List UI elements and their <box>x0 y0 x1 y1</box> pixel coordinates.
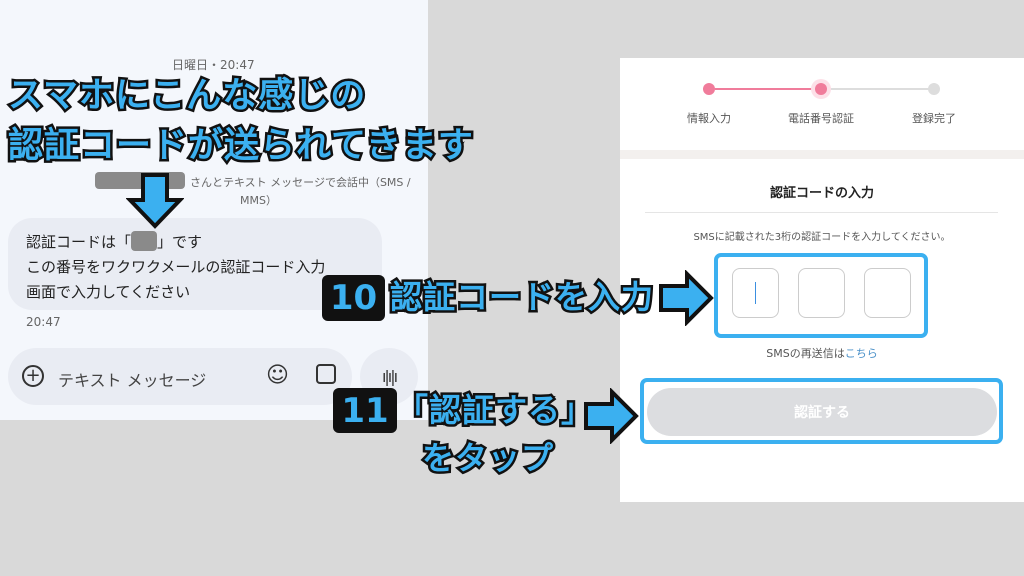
resend-prefix: SMSの再送信は <box>766 347 845 360</box>
message-timestamp: 20:47 <box>26 315 61 329</box>
step10-label: 認証コードを入力 <box>387 276 655 318</box>
right-arrow-icon <box>659 270 714 326</box>
code-digit-3[interactable] <box>864 268 911 318</box>
code-input-highlight <box>714 253 928 338</box>
conversation-info: さんとテキスト メッセージで会話中（SMS / <box>190 176 411 189</box>
code-digit-1[interactable] <box>732 268 779 318</box>
title-divider <box>645 212 998 213</box>
step-dot-done <box>703 83 715 95</box>
instruction-text: SMSに記載された3桁の認証コードを入力してください。 <box>693 232 951 243</box>
conversation-info-2: MMS） <box>240 194 277 207</box>
panel-title: 認証コードの入力 <box>769 186 874 201</box>
resend-text: SMSの再送信はこちら <box>620 345 1024 361</box>
message-text: 画面で入力してください <box>26 283 191 301</box>
step-label: 登録完了 <box>912 112 956 125</box>
step-label: 情報入力 <box>687 112 731 125</box>
section-divider <box>620 150 1024 159</box>
submit-highlight <box>640 378 1003 444</box>
right-arrow-icon <box>584 388 639 444</box>
step-number-10: 10 <box>322 275 385 321</box>
date-header: 日曜日・20:47 <box>172 58 255 72</box>
step-label: 電話番号認証 <box>788 112 854 125</box>
progress-line-pending <box>821 88 934 90</box>
message-text: 認証コードは「 <box>26 233 132 251</box>
step-dot-current <box>815 83 827 95</box>
verify-button[interactable]: 認証する <box>647 388 997 436</box>
step-number-11: 11 <box>333 388 397 433</box>
step11-label-2: をタップ <box>419 437 555 479</box>
message-text: 」です <box>157 233 203 251</box>
message-input[interactable]: + テキスト メッセージ ☺ <box>8 348 352 405</box>
resend-link[interactable]: こちら <box>844 347 878 360</box>
headline-line1: スマホにこんな感じの <box>5 73 367 118</box>
emoji-icon[interactable]: ☺ <box>266 363 289 388</box>
progress-line-done <box>715 88 821 90</box>
headline-line2: 認証コードが送られてきます <box>6 123 476 168</box>
input-placeholder: テキスト メッセージ <box>58 371 207 390</box>
down-arrow-icon <box>126 173 184 229</box>
sms-screenshot: 日曜日・20:47 さんとテキスト メッセージで会話中（SMS / MMS） 認… <box>0 0 428 420</box>
gallery-icon[interactable] <box>316 364 336 384</box>
step-dot-pending <box>928 83 940 95</box>
waveform-icon: ı|ı|ı <box>381 367 398 386</box>
text-cursor <box>755 282 756 304</box>
redacted-code <box>131 231 158 251</box>
code-digit-2[interactable] <box>798 268 845 318</box>
message-text: この番号をワクワクメールの認証コード入力 <box>26 258 326 276</box>
step11-label: 「認証する」 <box>393 389 595 431</box>
message-bubble: 認証コードは「 」です この番号をワクワクメールの認証コード入力 画面で入力してく… <box>8 218 382 310</box>
add-icon[interactable]: + <box>22 365 44 387</box>
